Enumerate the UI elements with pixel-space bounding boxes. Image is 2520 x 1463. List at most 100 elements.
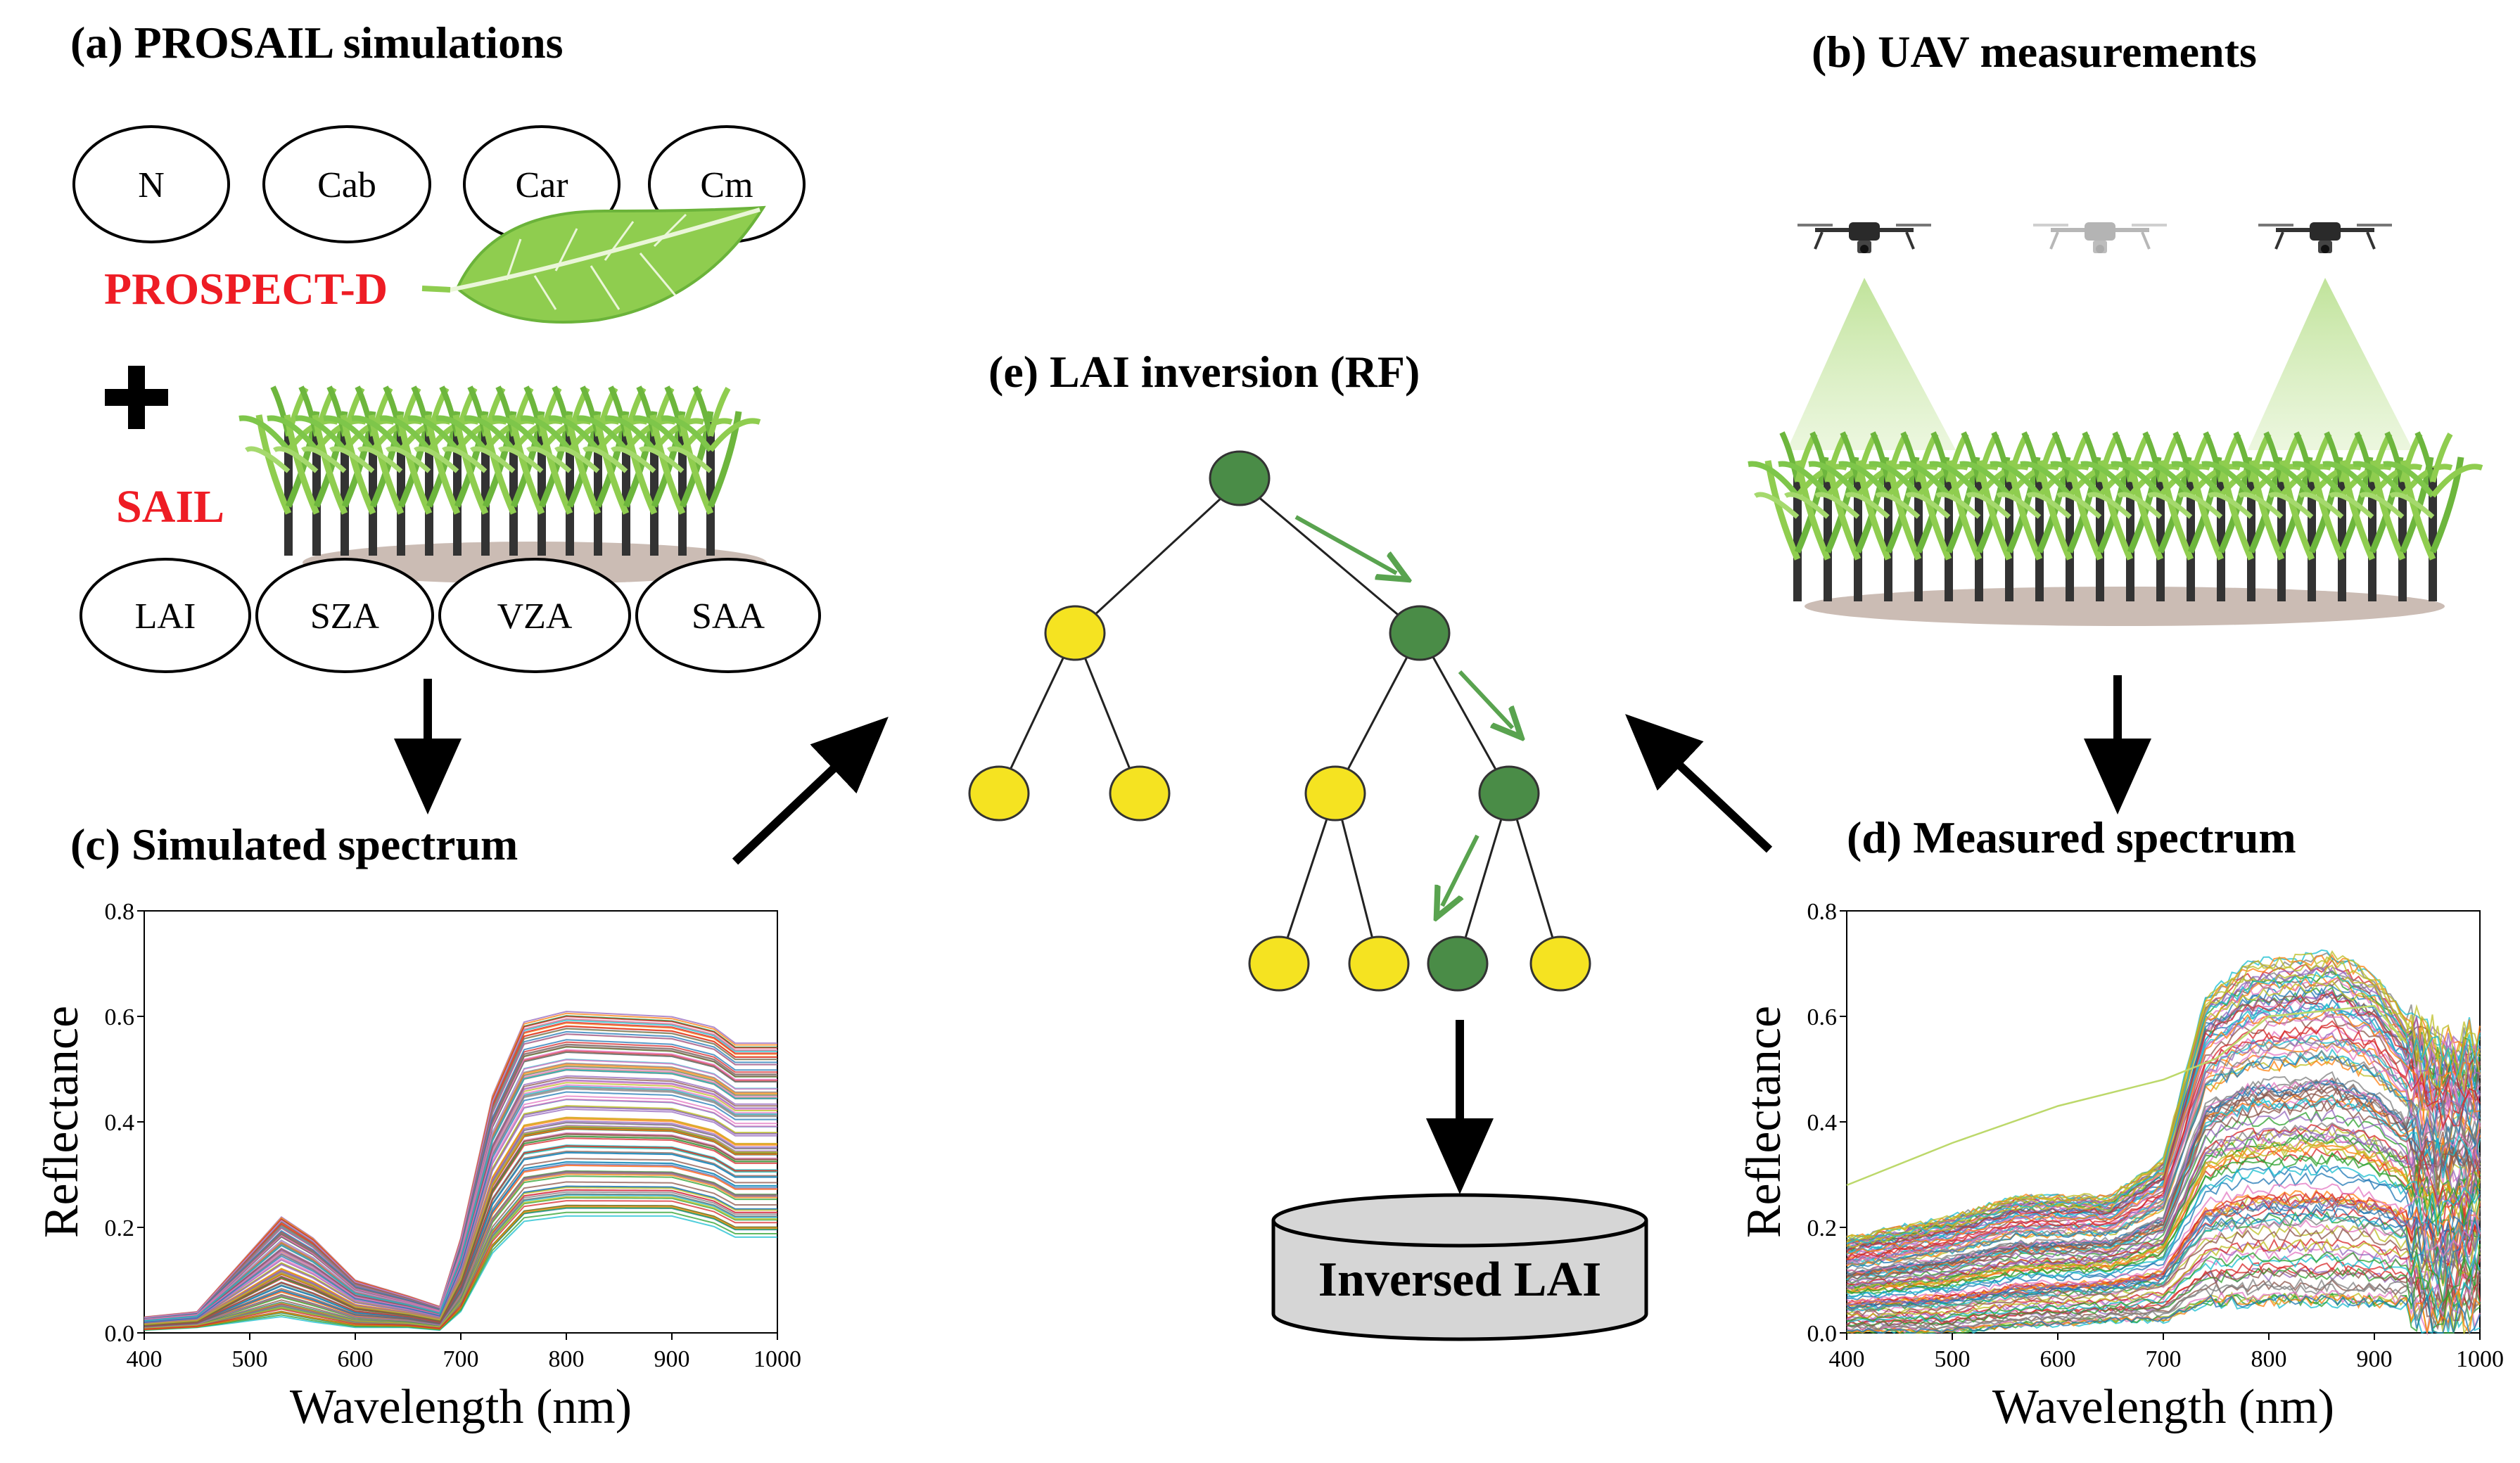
- param-vza: VZA: [497, 596, 573, 637]
- spectrum-line: [1846, 1138, 2481, 1293]
- spectrum-line: [1846, 1215, 2481, 1312]
- x-tick-label: 400: [1829, 1346, 1865, 1372]
- spectrum-line: [1846, 1094, 2481, 1281]
- panel-c-title: (c) Simulated spectrum: [70, 819, 518, 869]
- spectrum-line: [144, 1049, 777, 1320]
- canopy-parameters: LAI SZA VZA SAA: [79, 558, 821, 673]
- spectrum-line: [1846, 1020, 2481, 1260]
- ground: [1805, 587, 2445, 626]
- spectrum-line: [1846, 1287, 2481, 1335]
- spectrum-line: [144, 1158, 777, 1327]
- spectrum-line: [144, 1028, 777, 1320]
- param-n: N: [138, 165, 165, 205]
- leaf-icon: [421, 205, 766, 324]
- tree-node: [1248, 935, 1310, 992]
- x-tick-label: 500: [232, 1346, 268, 1372]
- spectrum-line: [144, 1125, 777, 1325]
- spectrum-line: [144, 1206, 777, 1331]
- prospect-d-label: PROSPECT-D: [104, 264, 388, 314]
- x-tick-label: 400: [127, 1346, 163, 1372]
- spectrum-line: [1846, 1182, 2481, 1303]
- canopy-illustration: [239, 387, 767, 584]
- y-tick-label: 0.6: [1807, 1004, 1838, 1030]
- drone-icon: [2032, 221, 2168, 255]
- spectrum-line: [1846, 966, 2481, 1245]
- param-ellipse: [635, 558, 821, 673]
- spectrum-line: [144, 1211, 777, 1331]
- spectrum-line: [1846, 1208, 2481, 1310]
- spectrum-line: [1846, 1163, 2481, 1299]
- series-lines: [1846, 949, 2481, 1336]
- drone-icon: [1796, 221, 1933, 255]
- series-lines: [144, 1011, 777, 1331]
- x-axis-label: Wavelength (nm): [290, 1380, 632, 1434]
- y-axis-label: Reflectance: [34, 1006, 89, 1238]
- y-tick-label: 0.6: [105, 1004, 135, 1030]
- uav-beam: [1787, 278, 1956, 450]
- spectrum-line: [144, 1091, 777, 1323]
- y-tick-label: 0.0: [105, 1321, 135, 1347]
- param-ellipse: [79, 558, 251, 673]
- spectrum-line: [1846, 1151, 2481, 1294]
- x-tick-label: 600: [2040, 1346, 2076, 1372]
- tree-node: [1109, 765, 1171, 822]
- arrow-c-to-e: [732, 717, 889, 865]
- spectrum-line: [1846, 1163, 2481, 1298]
- tree-node-active: [1209, 450, 1271, 506]
- param-ellipse: [255, 558, 434, 673]
- spectrum-line: [144, 1108, 777, 1324]
- spectrum-line: [144, 1187, 777, 1329]
- tree-node: [1529, 935, 1591, 992]
- x-tick-label: 900: [654, 1346, 690, 1372]
- plus-icon: [105, 366, 168, 429]
- tree-node: [1304, 765, 1366, 822]
- y-tick-label: 0.4: [105, 1110, 135, 1136]
- decision-path-arrow: [1442, 834, 1479, 906]
- spectrum-line: [144, 1084, 777, 1323]
- tree-node: [1044, 605, 1106, 661]
- panel-b-title: (b) UAV measurements: [1812, 27, 2257, 77]
- x-tick-label: 1000: [753, 1346, 801, 1372]
- param-ellipse: [438, 558, 631, 673]
- spectrum-line: [144, 1200, 777, 1330]
- param-ellipse: [72, 125, 230, 243]
- output-database: Inversed LAI: [1271, 1193, 1648, 1341]
- x-tick-label: 500: [1935, 1346, 1971, 1372]
- spectrum-line: [1846, 1203, 2481, 1310]
- spectrum-line: [144, 1018, 777, 1319]
- arrow-d-to-e: [1625, 714, 1773, 853]
- tree-node-active: [1427, 935, 1489, 992]
- y-tick-label: 0.4: [1807, 1110, 1838, 1136]
- x-tick-label: 800: [549, 1346, 585, 1372]
- param-ellipse: [262, 125, 431, 243]
- x-tick-label: 700: [443, 1346, 479, 1372]
- y-tick-label: 0.8: [105, 899, 135, 925]
- spectrum-line: [1846, 1109, 2481, 1285]
- spectrum-line: [1846, 1219, 2481, 1314]
- y-tick-label: 0.0: [1807, 1321, 1838, 1347]
- spectrum-line: [144, 1151, 777, 1327]
- spectrum-line: [1846, 1007, 2481, 1255]
- x-tick-label: 900: [2357, 1346, 2393, 1372]
- spectrum-line: [1846, 1196, 2481, 1307]
- spectrum-line: [1846, 1172, 2481, 1301]
- uav-beam: [2248, 278, 2413, 450]
- outlier-spectrum-line: [1846, 1004, 2407, 1187]
- x-axis-label: Wavelength (nm): [1992, 1380, 2334, 1434]
- drone-icon: [2257, 221, 2393, 255]
- spectrum-line: [1846, 956, 2481, 1243]
- spectrum-line: [144, 1068, 777, 1322]
- decision-path-arrow: [1294, 515, 1396, 573]
- param-saa: SAA: [692, 596, 765, 637]
- spectrum-line: [1846, 1235, 2481, 1320]
- tree-node: [968, 765, 1030, 822]
- decision-path-arrow: [1458, 670, 1513, 728]
- spectrum-line: [144, 1215, 777, 1331]
- y-tick-label: 0.2: [105, 1215, 135, 1241]
- spectrum-line: [1846, 980, 2481, 1248]
- sail-label: SAIL: [116, 481, 224, 532]
